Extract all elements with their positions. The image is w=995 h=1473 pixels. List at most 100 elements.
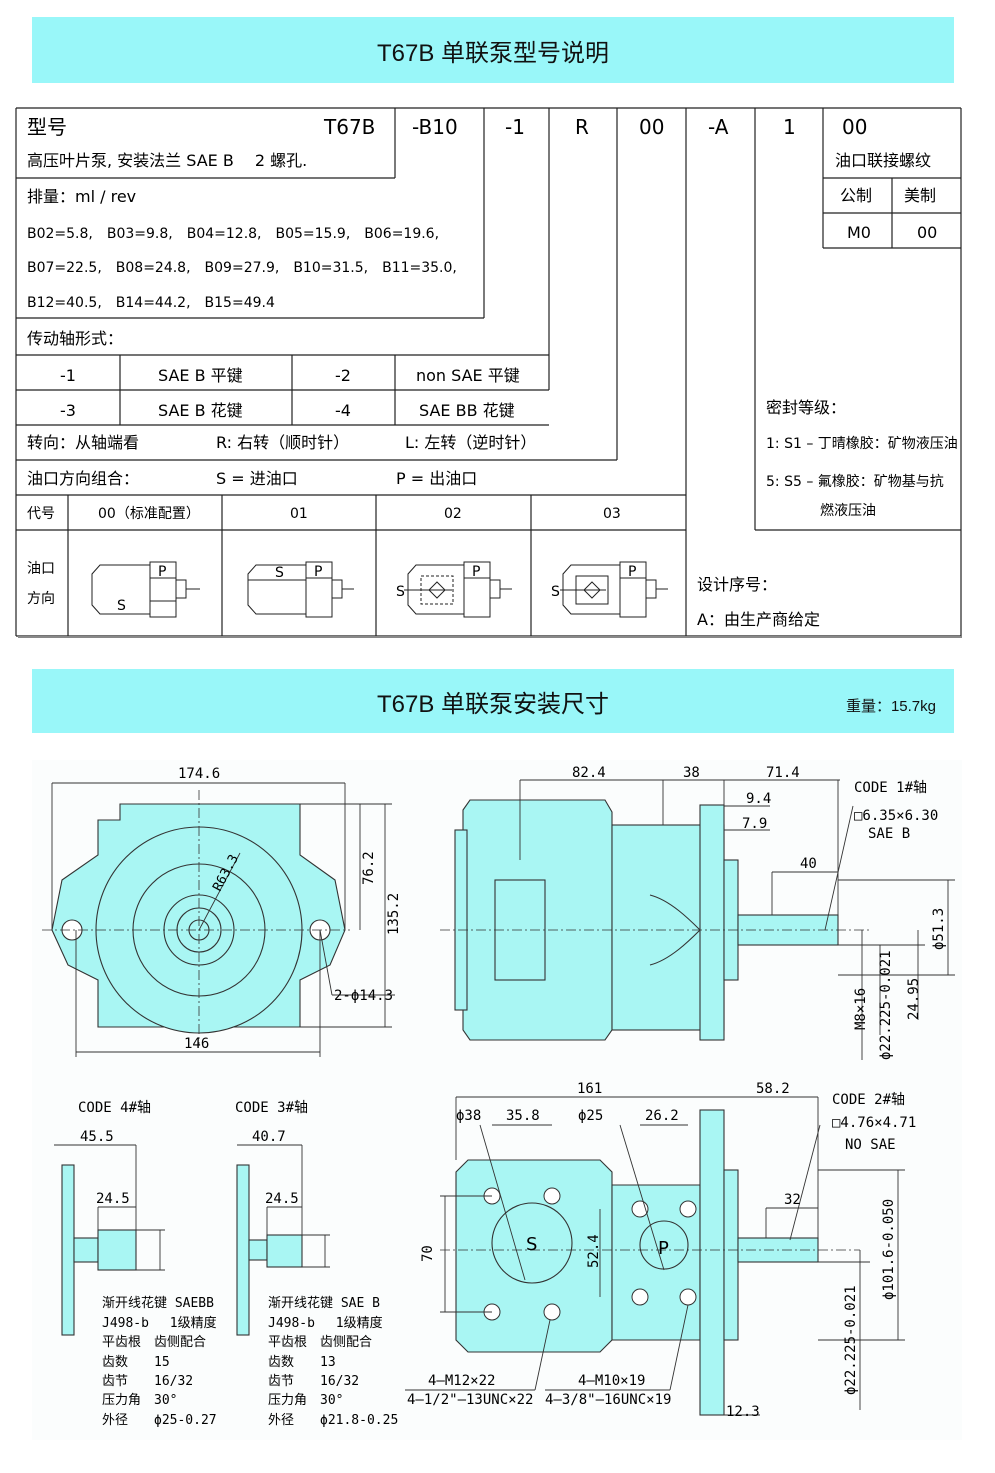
front-height-2: 135.2	[386, 893, 402, 935]
displacement-line-3: B12=40.5, B14=44.2, B15=49.4	[27, 295, 275, 311]
code-thread: 00	[842, 115, 867, 139]
seal-line-1: 1: S1 – 丁晴橡胶：矿物液压油	[766, 435, 958, 452]
code3-spec-line: J498-b 1级精度	[268, 1315, 383, 1331]
model-label: 型号	[27, 115, 67, 139]
thread-title: 油口联接螺纹	[835, 151, 931, 170]
code3-spec-line: 渐开线花键 SAE B	[268, 1295, 380, 1311]
port-02-p-label: P	[472, 564, 480, 580]
code2-key: □4.76×4.71	[832, 1115, 916, 1131]
port-code-01: 01	[290, 506, 308, 522]
shaft-code-4: -4	[335, 401, 351, 420]
top-inlet-bolts-metric: 4–M12×22	[428, 1373, 495, 1389]
port-diagram-00	[91, 561, 200, 618]
port-code-label: 代号	[27, 506, 55, 522]
side-key-height: 24.95	[906, 978, 922, 1020]
code4-spec-line: 齿数 15	[102, 1355, 170, 1370]
code4-title: CODE 4#轴	[78, 1100, 151, 1116]
code3-spec: 渐开线花键 SAE B J498-b 1级精度 平齿根 齿侧配合 齿数 13 齿…	[268, 1295, 398, 1428]
port-00-p-label: P	[158, 564, 166, 580]
top-inlet-s: S	[526, 1234, 537, 1255]
seal-line-2: 5: S5 – 氟橡胶：矿物基与抗	[766, 473, 944, 490]
rotation-left: L: 左转（逆时针）	[405, 433, 536, 452]
top-dim-58-2: 58.2	[756, 1081, 790, 1097]
code3-spec-line: 压力角 30°	[268, 1393, 343, 1408]
code4-spline-length: 24.5	[96, 1191, 130, 1207]
code4-spec-line: 压力角 30°	[102, 1393, 177, 1408]
front-holes: 2-ϕ14.3	[334, 988, 393, 1004]
code4-spec-line: 齿节 16/32	[102, 1374, 193, 1389]
code4-spec-line: 渐开线花键 SAEBB	[102, 1295, 214, 1311]
shaft-type-3: SAE B 花键	[158, 401, 243, 420]
model-name: T67B	[323, 115, 375, 139]
code3-spec-line: 齿节 16/32	[268, 1374, 359, 1389]
model-code-title: T67B 单联泵型号说明	[376, 39, 610, 67]
side-dim-9-4: 9.4	[746, 791, 771, 807]
dimension-drawing: 174.6 146 76.2 135.2 R63.3 2-ϕ14.3 8	[32, 760, 962, 1440]
side-thread: M8×16	[853, 988, 869, 1030]
port-code-03: 03	[603, 506, 621, 522]
install-dimensions-title: T67B 单联泵安装尺寸	[376, 690, 610, 718]
top-dim-52-4: 52.4	[586, 1234, 602, 1268]
code3-spec-line: 外径 ϕ21.8-0.25	[268, 1413, 398, 1428]
shaft-type-4: SAE BB 花键	[419, 401, 515, 420]
code-displacement: -B10	[412, 115, 458, 139]
code-rotation: R	[575, 115, 589, 139]
code-seal: 1	[783, 115, 796, 139]
code3-title: CODE 3#轴	[235, 1100, 308, 1116]
shaft-code-1: -1	[60, 366, 76, 385]
shaft-type-2: non SAE 平键	[416, 366, 520, 385]
title-banner-install-dimensions: T67B 单联泵安装尺寸 重量：15.7kg	[32, 669, 954, 733]
top-dim-161: 161	[577, 1081, 602, 1097]
top-dim-26-2: 26.2	[645, 1108, 679, 1124]
top-dim-12-3: 12.3	[726, 1404, 760, 1420]
code-port: 00	[639, 115, 664, 139]
port-00-s-label: S	[117, 598, 126, 614]
port-02-s-label: S	[396, 584, 405, 600]
code3-shaft-view	[236, 1164, 303, 1336]
code2-nosae: NO SAE	[845, 1137, 896, 1153]
port-label: 油口方向组合：	[27, 469, 139, 488]
side-dim-7-9: 7.9	[742, 816, 767, 832]
port-code-02: 02	[444, 506, 462, 522]
front-width: 174.6	[178, 766, 220, 782]
title-banner-model-code: T67B 单联泵型号说明	[32, 17, 954, 83]
shaft-type-1: SAE B 平键	[158, 366, 243, 385]
port-03-p-label: P	[628, 564, 636, 580]
port-outlet: P = 出油口	[396, 469, 477, 488]
port-inlet: S = 进油口	[216, 469, 298, 488]
side-dim-82-4: 82.4	[572, 765, 606, 781]
top-outlet-p: P	[658, 1238, 669, 1259]
seal-line-3: 燃液压油	[820, 502, 876, 519]
code4-spec: 渐开线花键 SAEBB J498-b 1级精度 平齿根 齿侧配合 齿数 15 齿…	[102, 1295, 217, 1428]
side-dim-40: 40	[800, 856, 817, 872]
top-shaft-dia: ϕ22.225-0.021	[843, 1285, 859, 1395]
code-shaft: -1	[505, 115, 525, 139]
code4-spec-line: J498-b 1级精度	[102, 1315, 217, 1331]
top-dim-35-8: 35.8	[506, 1108, 540, 1124]
model-code-table: 型号 T67B -B10 -1 R 00 -A 1 00 高压叶片泵, 安装法兰…	[15, 107, 962, 638]
front-bolt-spacing: 146	[184, 1036, 209, 1052]
code1-title: CODE 1#轴	[854, 780, 927, 796]
top-dim-outlet-dia: ϕ25	[578, 1108, 603, 1124]
design-manufacturer: A：由生产商给定	[697, 610, 820, 629]
code1-key: □6.35×6.30	[854, 808, 938, 824]
code-design: -A	[708, 115, 729, 139]
side-shaft-dia: ϕ51.3	[931, 908, 947, 950]
code3-spline-length: 24.5	[265, 1191, 299, 1207]
pump-weight: 重量：15.7kg	[845, 698, 936, 715]
top-outlet-bolts-metric: 4–M10×19	[578, 1373, 645, 1389]
thread-metric-value: M0	[847, 223, 871, 242]
side-dim-71-4: 71.4	[766, 765, 800, 781]
rotation-label: 转向：从轴端看	[27, 433, 139, 452]
rotation-right: R: 右转（顺时针）	[216, 433, 349, 452]
code4-spec-line: 平齿根 齿侧配合	[102, 1335, 206, 1350]
top-flange-dia: ϕ101.6-0.050	[881, 1199, 897, 1300]
thread-us-value: 00	[917, 223, 937, 242]
shaft-title: 传动轴形式：	[27, 329, 123, 348]
top-view	[455, 1109, 819, 1416]
thread-us-label: 美制	[904, 186, 936, 205]
shaft-code-3: -3	[60, 401, 76, 420]
seal-title: 密封等级：	[766, 398, 846, 417]
displacement-line-1: B02=5.8, B03=9.8, B04=12.8, B05=15.9, B0…	[27, 226, 439, 242]
code2-length: 32	[784, 1192, 801, 1208]
